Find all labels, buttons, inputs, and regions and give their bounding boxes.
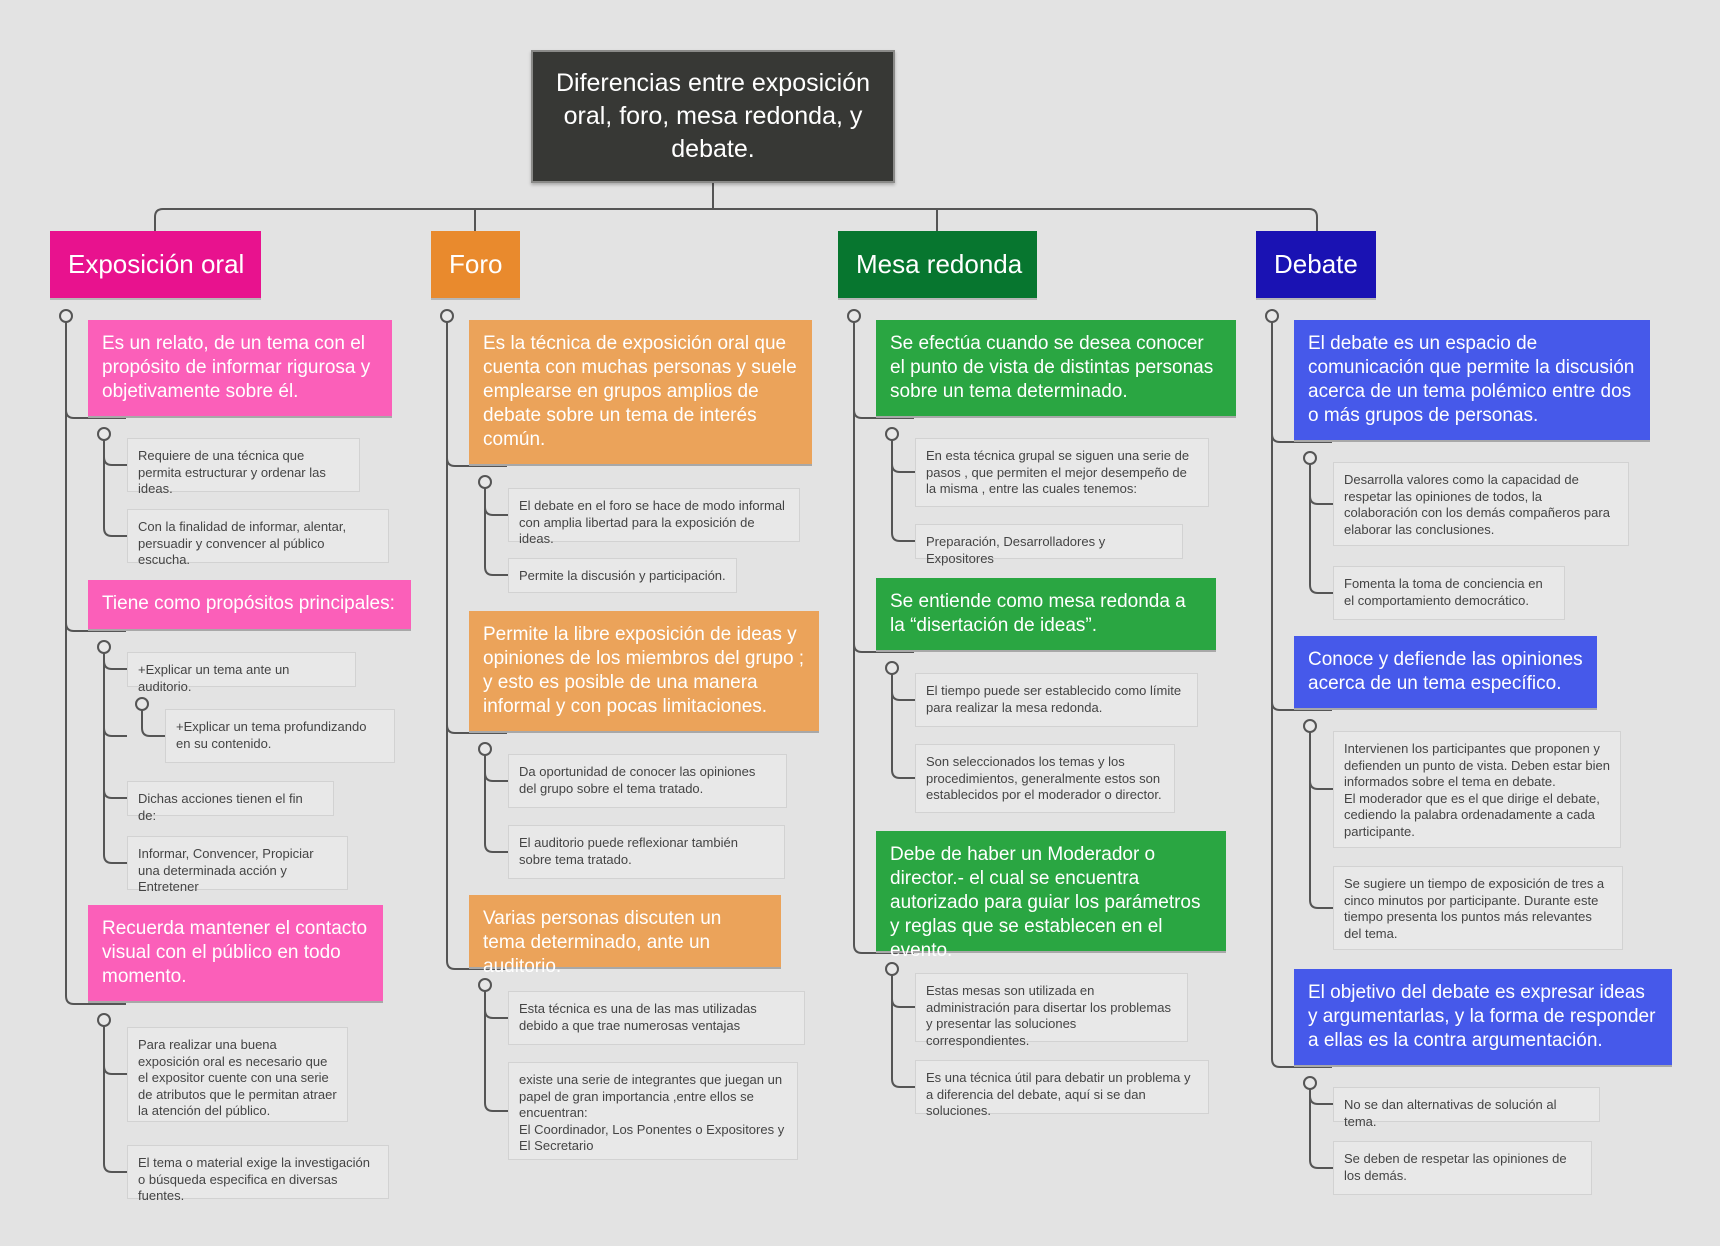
leaf-exposicion-2-4[interactable]: Informar, Convencer, Propiciar una deter… [127, 836, 348, 894]
collapse-toggle-icon[interactable] [135, 697, 149, 711]
leaf-join [484, 566, 508, 576]
collapse-toggle-icon[interactable] [1303, 451, 1317, 465]
leaf-join [484, 506, 508, 516]
collapse-toggle-icon[interactable] [1265, 309, 1279, 323]
leaf-join [484, 1102, 508, 1112]
topic-debate-1[interactable]: El debate es un espacio de comunicación … [1294, 320, 1650, 442]
topic-exposicion-2[interactable]: Tiene como propósitos principales: [88, 580, 411, 631]
leaf-join [891, 998, 915, 1008]
collapse-toggle-icon[interactable] [97, 427, 111, 441]
leaf-join [1309, 584, 1333, 594]
collapse-toggle-icon[interactable] [847, 309, 861, 323]
branch-debate-header[interactable]: Debate [1256, 231, 1376, 300]
leaf-join [103, 527, 127, 537]
leaf-foro-3-2[interactable]: existe una serie de integrantes que jueg… [508, 1062, 798, 1160]
leaf-exposicion-2-2[interactable]: +Explicar un tema profundizando en su co… [165, 709, 395, 763]
collapse-toggle-icon[interactable] [885, 661, 899, 675]
branch-foro-header[interactable]: Foro [431, 231, 520, 300]
leaf-exposicion-3-1[interactable]: Para realizar una buena exposición oral … [127, 1027, 348, 1122]
leaf-join [1309, 495, 1333, 505]
collapse-toggle-icon[interactable] [59, 309, 73, 323]
topic-debate-2[interactable]: Conoce y defiende las opiniones acerca d… [1294, 636, 1597, 710]
leaf-join [103, 789, 127, 799]
topic-foro-1[interactable]: Es la técnica de exposición oral que cue… [469, 320, 812, 466]
topic-foro-3[interactable]: Varias personas discuten un tema determi… [469, 895, 781, 977]
leaf-foro-2-2[interactable]: El auditorio puede reflexionar también s… [508, 825, 785, 879]
topic-debate-3[interactable]: El objetivo del debate es expresar ideas… [1294, 969, 1672, 1067]
leaf-mesa-1-2[interactable]: Preparación, Desarrolladores y Expositor… [915, 524, 1183, 566]
leaf-exposicion-1-2[interactable]: Con la finalidad de informar, alentar, p… [127, 509, 389, 567]
leaf-mesa-2-1[interactable]: El tiempo puede ser establecido como lím… [915, 673, 1198, 727]
leaf-join [103, 660, 127, 670]
leaf-debate-2-2[interactable]: Se sugiere un tiempo de exposición de tr… [1333, 866, 1623, 950]
leaf-exposicion-2-1[interactable]: +Explicar un tema ante un auditorio. [127, 652, 356, 694]
leaf-join [891, 532, 915, 542]
leaf-foro-1-1[interactable]: El debate en el foro se hace de modo inf… [508, 488, 800, 546]
leaf-join [1309, 1159, 1333, 1169]
leaf-mesa-1-1[interactable]: En esta técnica grupal se siguen una ser… [915, 438, 1209, 507]
topic-exposicion-1[interactable]: Es un relato, de un tema con el propósit… [88, 320, 392, 418]
branch-exposicion-header[interactable]: Exposición oral [50, 231, 261, 300]
leaf-exposicion-3-2[interactable]: El tema o material exige la investigació… [127, 1145, 389, 1203]
leaf-join [1309, 780, 1333, 790]
leaf-join [484, 772, 508, 782]
collapse-toggle-icon[interactable] [97, 640, 111, 654]
leaf-foro-1-2[interactable]: Permite la discusión y participación. [508, 558, 737, 593]
topic-mesa-2[interactable]: Se entiende como mesa redonda a la “dise… [876, 578, 1216, 652]
root-node[interactable]: Diferencias entre exposición oral, foro,… [531, 50, 895, 183]
nested-leaf-join [141, 710, 165, 737]
collapse-toggle-icon[interactable] [440, 309, 454, 323]
leaf-debate-1-1[interactable]: Desarrolla valores como la capacidad de … [1333, 462, 1629, 546]
topic-mesa-1[interactable]: Se efectúa cuando se desea conocer el pu… [876, 320, 1236, 418]
topic-exposicion-3[interactable]: Recuerda mantener el contacto visual con… [88, 905, 383, 1003]
leaf-join [103, 1163, 127, 1173]
leaf-join [103, 456, 127, 466]
collapse-toggle-icon[interactable] [478, 978, 492, 992]
leaf-join [1309, 899, 1333, 909]
collapse-toggle-icon[interactable] [1303, 1076, 1317, 1090]
root-bus [154, 208, 1318, 231]
leaf-join [891, 691, 915, 701]
leaf-join [103, 1065, 127, 1075]
leaf-mesa-2-2[interactable]: Son seleccionados los temas y los proced… [915, 744, 1175, 813]
collapse-toggle-icon[interactable] [1303, 719, 1317, 733]
leaf-debate-2-1[interactable]: Intervienen los participantes que propon… [1333, 731, 1621, 848]
collapse-toggle-icon[interactable] [478, 742, 492, 756]
leaf-join [1309, 1095, 1333, 1105]
leaf-join [891, 769, 915, 779]
leaf-debate-1-2[interactable]: Fomenta la toma de conciencia en el comp… [1333, 566, 1565, 620]
leaf-debate-3-1[interactable]: No se dan alternativas de solución al te… [1333, 1087, 1600, 1129]
topic-foro-2[interactable]: Permite la libre exposición de ideas y o… [469, 611, 819, 733]
leaf-join [891, 1078, 915, 1088]
collapse-toggle-icon[interactable] [885, 427, 899, 441]
leaf-join [484, 1009, 508, 1019]
collapse-toggle-icon[interactable] [97, 1013, 111, 1027]
collapse-toggle-icon[interactable] [478, 475, 492, 489]
leaf-mesa-3-2[interactable]: Es una técnica útil para debatir un prob… [915, 1060, 1209, 1118]
leaf-exposicion-1-1[interactable]: Requiere de una técnica que permita estr… [127, 438, 360, 496]
leaf-exposicion-2-3[interactable]: Dichas acciones tienen el fin de: [127, 781, 334, 823]
leaf-join [103, 727, 127, 737]
topic-mesa-3[interactable]: Debe de haber un Moderador o director.- … [876, 831, 1226, 961]
collapse-toggle-icon[interactable] [885, 962, 899, 976]
branch-mesa-header[interactable]: Mesa redonda [838, 231, 1037, 300]
leaf-join [891, 463, 915, 473]
leaf-foro-3-1[interactable]: Esta técnica es una de las mas utilizada… [508, 991, 805, 1045]
leaf-foro-2-1[interactable]: Da oportunidad de conocer las opiniones … [508, 754, 787, 808]
leaf-debate-3-2[interactable]: Se deben de respetar las opiniones de lo… [1333, 1141, 1592, 1195]
leaf-join [103, 854, 127, 864]
leaf-mesa-3-1[interactable]: Estas mesas son utilizada en administrac… [915, 973, 1188, 1048]
leaf-join [484, 843, 508, 853]
